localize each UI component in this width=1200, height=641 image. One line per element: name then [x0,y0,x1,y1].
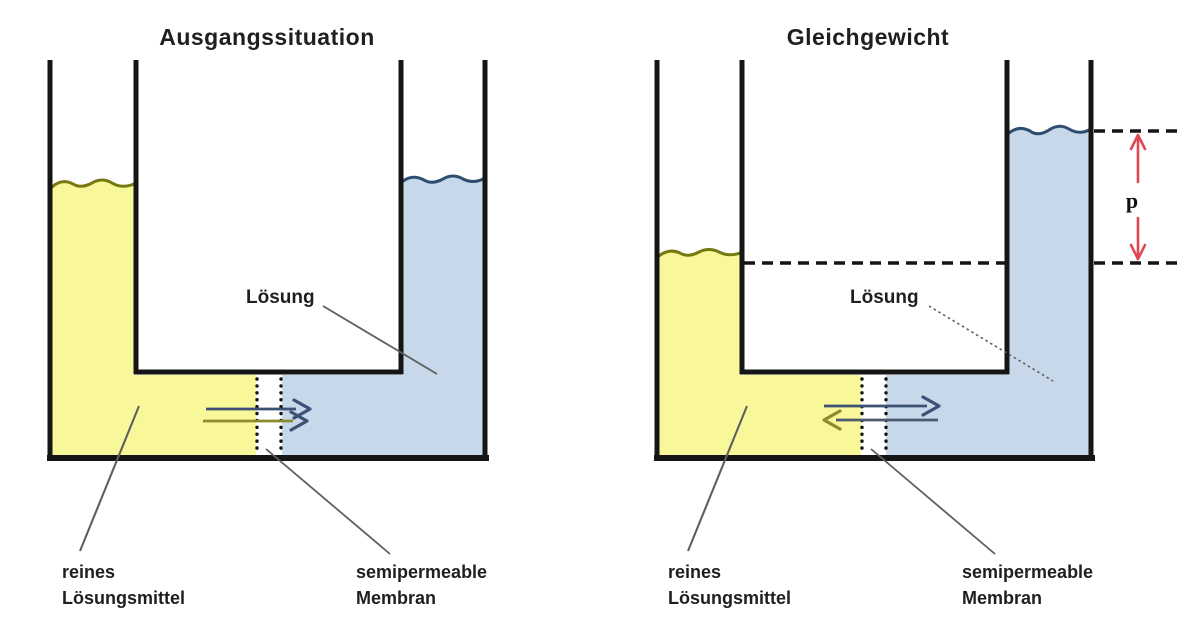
solvent-leader-line [687,405,748,552]
membrane-label-line2: Membran [356,588,436,608]
membrane-label-line1: semipermeable [962,562,1093,582]
pressure-arrow-down-head-icon [1129,243,1147,261]
solvent-label-line1: reines [62,562,115,582]
panel-initial: Ausgangssituation Lösung [47,24,489,608]
solvent-liquid [52,180,256,456]
pressure-label: p [1126,188,1138,213]
solution-leader-line [928,305,1054,382]
solvent-label-line2: Lösungsmittel [668,588,791,608]
panel-initial-title: Ausgangssituation [159,24,375,50]
solvent-label-line1: reines [668,562,721,582]
flow-arrow-right-head-icon [921,395,941,417]
flow-arrow-left-head-icon [822,409,842,431]
membrane-leader-line [265,448,391,555]
solution-meniscus [401,174,485,184]
solution-label: Lösung [246,287,315,308]
solvent-label-line2: Lösungsmittel [62,588,185,608]
flow-arrow-bottom-head-icon [289,410,309,432]
solution-liquid [282,176,483,456]
membrane-label-line1: semipermeable [356,562,487,582]
pressure-arrow [1129,133,1147,261]
solution-meniscus [1007,124,1091,136]
solvent-meniscus [50,178,136,189]
pressure-arrow-up-head-icon [1129,133,1147,151]
membrane-label-line2: Membran [962,588,1042,608]
panel-equilibrium: Gleichgewicht [654,24,1184,608]
solvent-meniscus [657,248,742,258]
solution-liquid [886,126,1089,456]
solvent-liquid [659,249,861,456]
membrane-leader-line [870,448,996,555]
solvent-leader-line [79,405,140,552]
panel-equilibrium-title: Gleichgewicht [787,24,949,50]
solution-leader-line [322,305,438,375]
solution-label: Lösung [850,287,919,308]
